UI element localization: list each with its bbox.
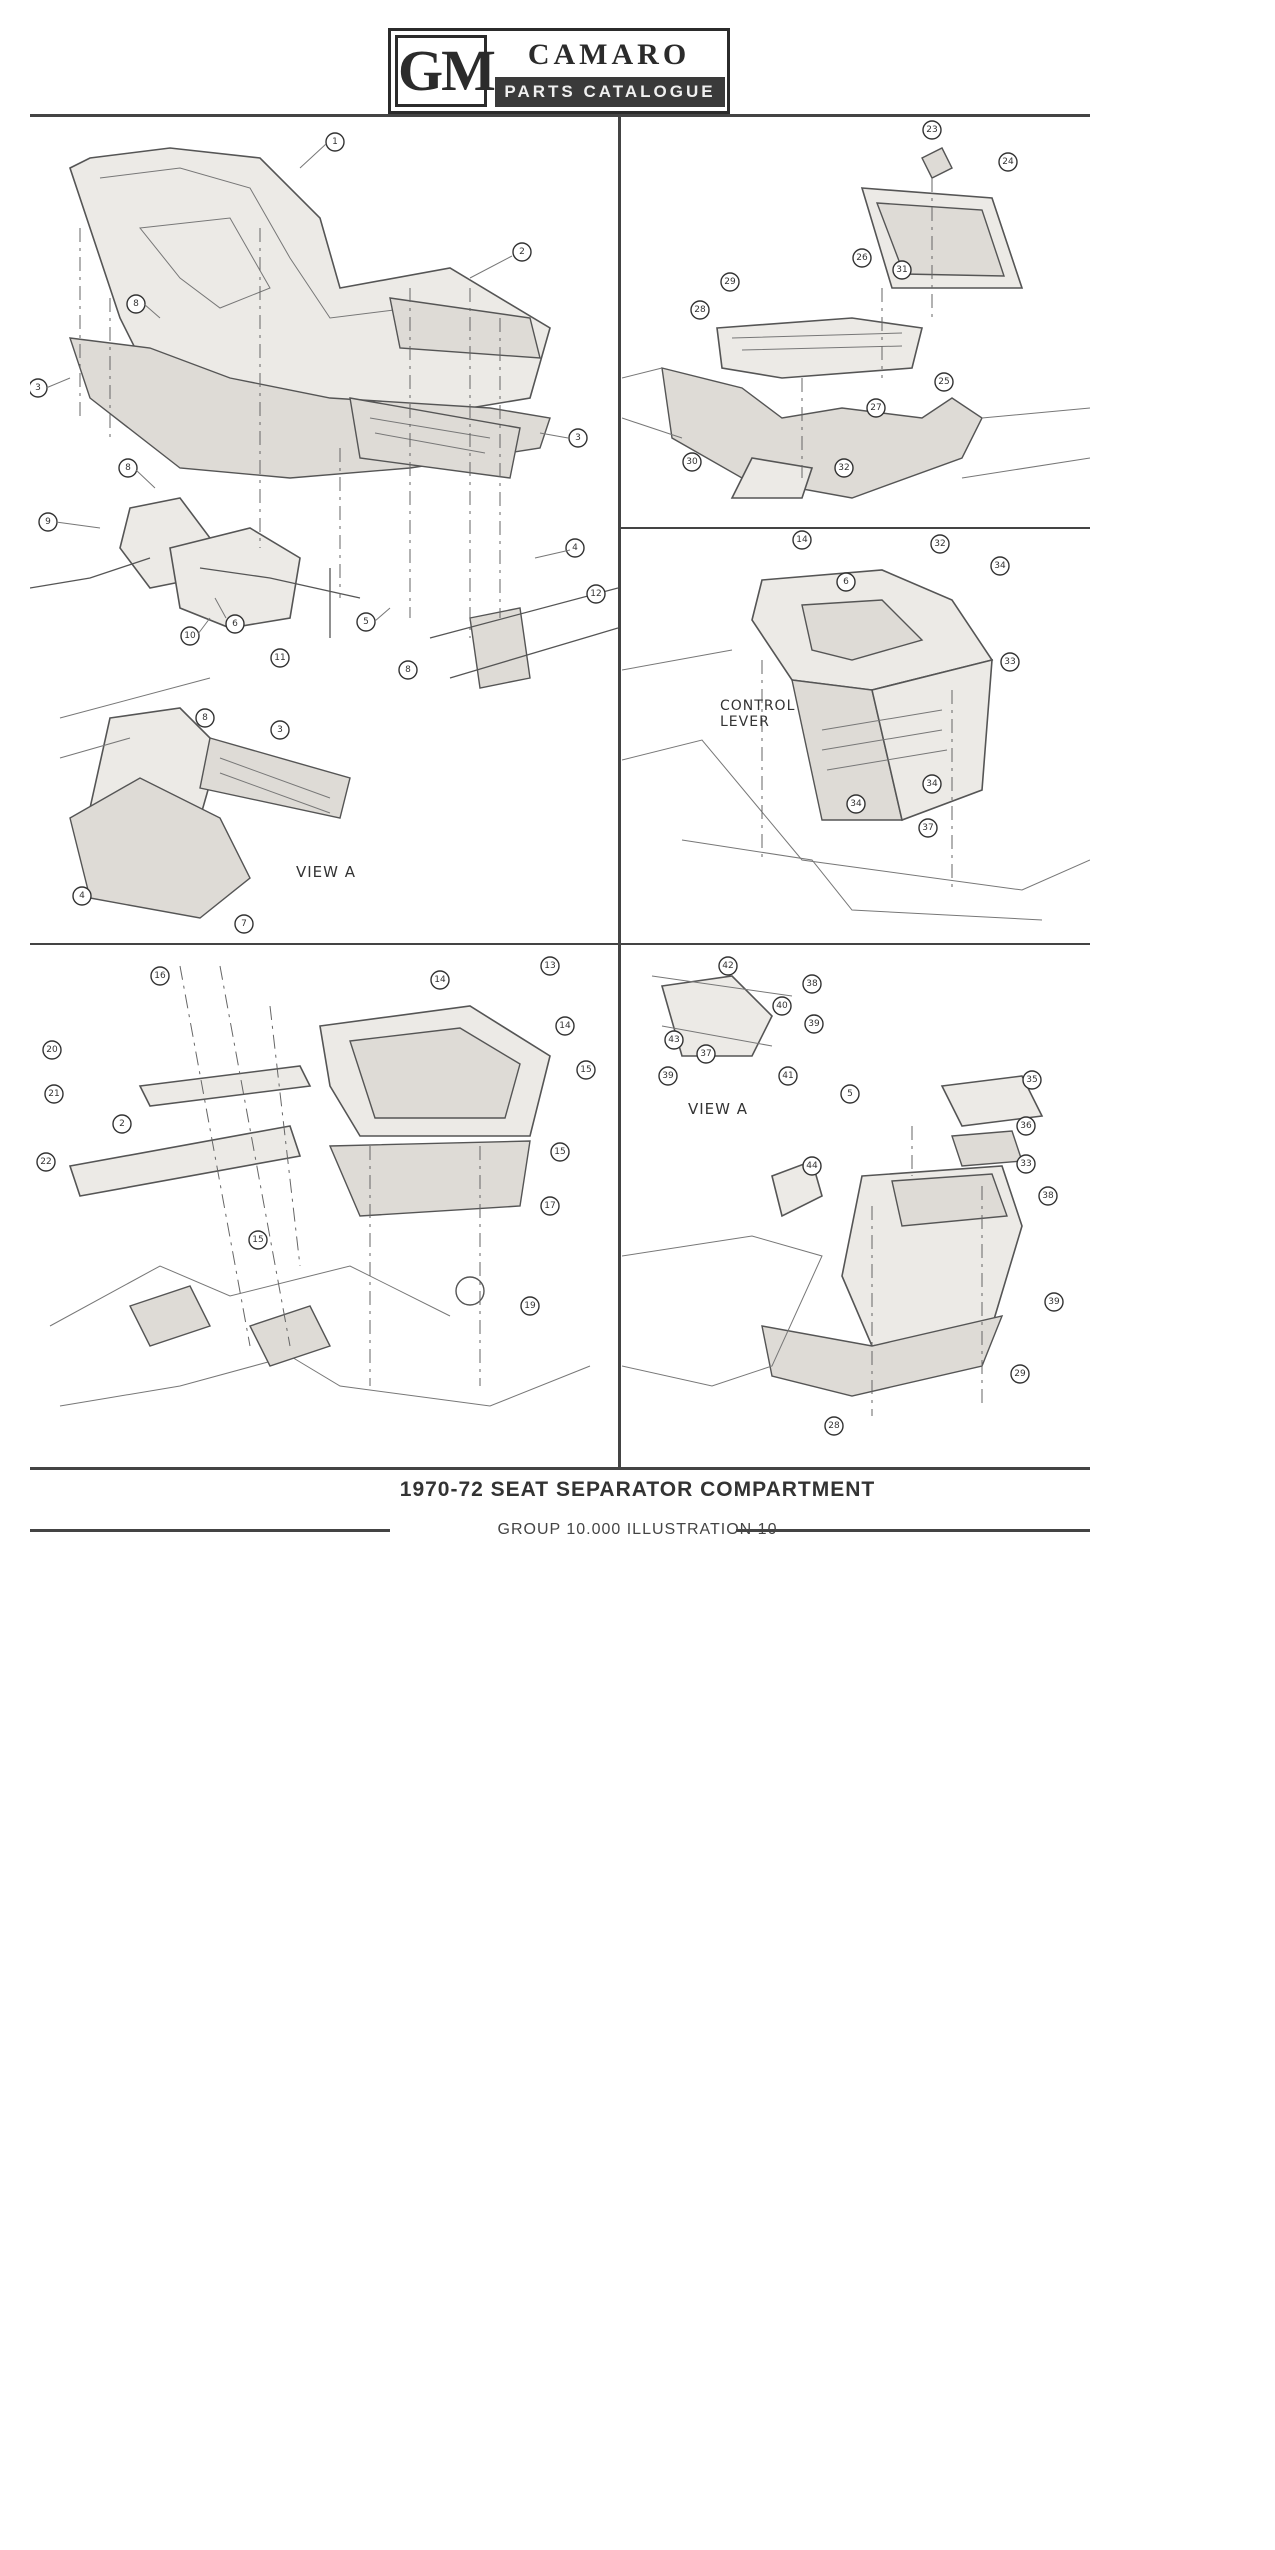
header-rule <box>30 114 1090 117</box>
svg-text:34: 34 <box>850 799 862 809</box>
svg-text:15: 15 <box>580 1065 591 1075</box>
control-lever-label-line1: CONTROL <box>720 698 796 714</box>
callout-group: 23 24 25 26 27 28 29 30 31 32 <box>682 120 1018 478</box>
svg-text:30: 30 <box>686 457 698 467</box>
logo-subtitle: PARTS CATALOGUE <box>495 77 725 107</box>
svg-text:40: 40 <box>776 1001 788 1011</box>
control-lever-drawing: 14 32 34 33 34 34 37 6 <box>622 530 1090 921</box>
svg-text:33: 33 <box>1020 1159 1031 1169</box>
svg-text:20: 20 <box>46 1045 58 1055</box>
footer-rule-right <box>736 1529 1090 1532</box>
svg-text:4: 4 <box>572 543 578 553</box>
view-a-label-right: VIEW A <box>688 1100 749 1118</box>
bottom-rule <box>30 1467 1090 1470</box>
svg-text:2: 2 <box>519 247 525 257</box>
svg-text:19: 19 <box>524 1301 536 1311</box>
svg-text:8: 8 <box>125 463 131 473</box>
svg-text:37: 37 <box>922 823 933 833</box>
logo-model-name: CAMARO <box>527 38 691 71</box>
compartment-door-drawing: 16 20 21 2 22 14 13 14 15 15 17 19 15 <box>36 956 596 1407</box>
svg-text:22: 22 <box>40 1157 51 1167</box>
svg-text:24: 24 <box>1002 157 1014 167</box>
svg-text:31: 31 <box>896 265 907 275</box>
svg-text:41: 41 <box>782 1071 793 1081</box>
control-lever-label-line2: LEVER <box>720 714 770 730</box>
callout-group: 42 38 40 39 43 37 41 39 5 35 36 33 38 44… <box>658 956 1064 1436</box>
svg-text:25: 25 <box>938 377 949 387</box>
svg-text:8: 8 <box>405 665 411 675</box>
console-lid-drawing: 23 24 25 26 27 28 29 30 31 32 <box>622 120 1090 499</box>
gm-camaro-logo: GM CAMARO PARTS CATALOGUE <box>388 28 730 114</box>
svg-text:34: 34 <box>994 561 1006 571</box>
svg-text:1: 1 <box>332 137 338 147</box>
svg-text:14: 14 <box>434 975 446 985</box>
gm-logo-mark: GM <box>395 35 496 107</box>
svg-text:37: 37 <box>700 1049 711 1059</box>
illustration-subtitle: GROUP 10.000 ILLUSTRATION 10 <box>497 1521 778 1538</box>
svg-text:9: 9 <box>45 517 51 527</box>
panel-control-lever: 14 32 34 33 34 34 37 6 CONTROL LEVER <box>622 530 1090 942</box>
svg-text:5: 5 <box>847 1089 853 1099</box>
callout-group: 1 2 3 3 3 4 4 5 6 7 8 8 8 8 9 10 11 12 <box>30 132 606 934</box>
svg-text:3: 3 <box>277 725 283 735</box>
svg-text:3: 3 <box>575 433 581 443</box>
svg-text:21: 21 <box>48 1089 59 1099</box>
svg-text:11: 11 <box>274 653 285 663</box>
svg-text:38: 38 <box>806 979 818 989</box>
console-exploded-drawing: 1 2 3 3 3 4 4 5 6 7 8 8 8 8 9 10 11 12 <box>30 132 618 934</box>
svg-text:6: 6 <box>843 577 849 587</box>
svg-text:12: 12 <box>590 589 601 599</box>
svg-text:13: 13 <box>544 961 555 971</box>
svg-text:2: 2 <box>119 1119 125 1129</box>
svg-text:42: 42 <box>722 961 733 971</box>
svg-text:29: 29 <box>1014 1369 1026 1379</box>
svg-text:28: 28 <box>828 1421 840 1431</box>
svg-text:32: 32 <box>934 539 945 549</box>
compartment-assembly-drawing: 42 38 40 39 43 37 41 39 5 35 36 33 38 44… <box>622 956 1064 1436</box>
illustration-title: 1970-72 SEAT SEPARATOR COMPARTMENT <box>399 1478 876 1501</box>
svg-text:6: 6 <box>232 619 238 629</box>
panel-compartment-assembly: 42 38 40 39 43 37 41 39 5 35 36 33 38 44… <box>622 946 1090 1466</box>
svg-text:39: 39 <box>808 1019 820 1029</box>
panel-console-exploded: 1 2 3 3 3 4 4 5 6 7 8 8 8 8 9 10 11 12 V… <box>30 118 618 942</box>
svg-text:4: 4 <box>79 891 85 901</box>
svg-text:16: 16 <box>154 971 166 981</box>
footer-rule-left <box>30 1529 390 1532</box>
panel-compartment-door: 16 20 21 2 22 14 13 14 15 15 17 19 15 <box>30 946 618 1466</box>
svg-text:26: 26 <box>856 253 868 263</box>
svg-text:14: 14 <box>796 535 808 545</box>
svg-text:5: 5 <box>363 617 369 627</box>
svg-text:44: 44 <box>806 1161 818 1171</box>
callout-group: 14 32 34 33 34 34 37 6 <box>792 530 1020 838</box>
svg-text:8: 8 <box>202 713 208 723</box>
svg-text:39: 39 <box>1048 1297 1060 1307</box>
svg-text:33: 33 <box>1004 657 1015 667</box>
svg-text:17: 17 <box>544 1201 555 1211</box>
svg-text:36: 36 <box>1020 1121 1032 1131</box>
svg-text:14: 14 <box>559 1021 571 1031</box>
callout-group: 16 20 21 2 22 14 13 14 15 15 17 19 15 <box>36 956 596 1316</box>
svg-text:15: 15 <box>252 1235 263 1245</box>
svg-text:32: 32 <box>838 463 849 473</box>
view-a-label-left: VIEW A <box>296 863 357 881</box>
svg-text:7: 7 <box>241 919 247 929</box>
right-upper-divider <box>620 527 1090 529</box>
center-divider <box>618 117 621 1467</box>
svg-text:43: 43 <box>668 1035 679 1045</box>
svg-text:10: 10 <box>184 631 196 641</box>
svg-text:34: 34 <box>926 779 938 789</box>
svg-text:8: 8 <box>133 299 139 309</box>
panel-console-lid: 23 24 25 26 27 28 29 30 31 32 <box>622 118 1090 526</box>
svg-text:39: 39 <box>662 1071 674 1081</box>
svg-text:23: 23 <box>926 125 937 135</box>
svg-text:15: 15 <box>554 1147 565 1157</box>
svg-text:29: 29 <box>724 277 736 287</box>
svg-text:35: 35 <box>1026 1075 1037 1085</box>
middle-divider <box>30 943 1090 945</box>
svg-text:28: 28 <box>694 305 706 315</box>
svg-text:3: 3 <box>35 383 41 393</box>
svg-text:27: 27 <box>870 403 881 413</box>
svg-text:38: 38 <box>1042 1191 1054 1201</box>
